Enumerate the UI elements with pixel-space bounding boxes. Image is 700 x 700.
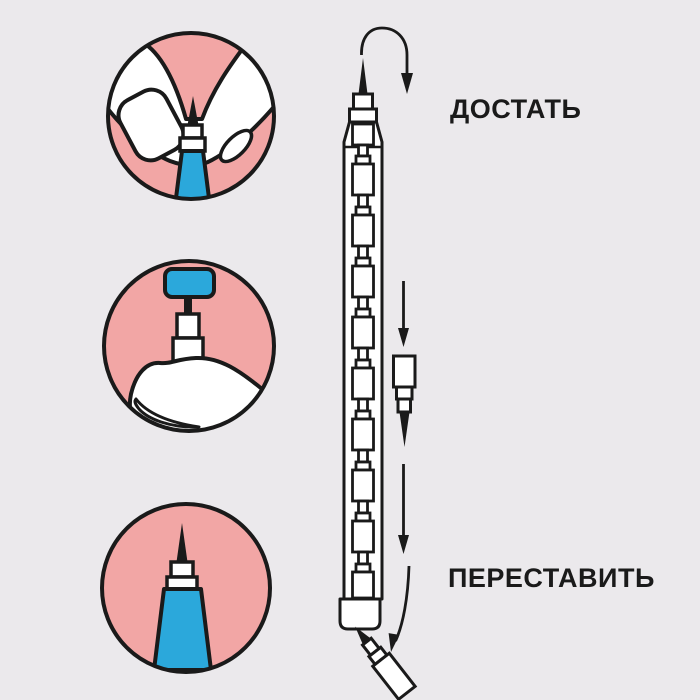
pen-end-cap	[338, 597, 382, 631]
left-tooth-shape	[116, 87, 186, 163]
label-move: ПЕРЕСТАВИТЬ	[448, 563, 655, 593]
brush-wire-shape	[184, 296, 192, 315]
tooth-shape	[128, 355, 274, 431]
bristle-tip-shape	[187, 96, 199, 125]
down-arrow-icon-1	[398, 281, 409, 347]
pen-diagram	[338, 26, 418, 700]
circle1-frame	[106, 31, 276, 201]
tooth-fold-detail	[133, 397, 201, 429]
step1-illustration	[106, 31, 276, 201]
right-tooth-shape	[218, 128, 254, 164]
step3-illustration	[100, 502, 272, 674]
handle-cap-shape	[163, 267, 216, 299]
pen-ferrule-lower	[348, 107, 378, 124]
step2-illustration	[102, 259, 276, 433]
handle-shape	[173, 149, 212, 199]
ferrule-upper	[181, 123, 204, 140]
gum-papilla-shape	[138, 33, 250, 121]
cartridge-stack	[351, 122, 375, 600]
refill-cartridge-inserted	[355, 626, 418, 700]
circle3-frame	[100, 502, 272, 674]
bristle-tip-shape	[176, 523, 188, 562]
circle2-frame	[102, 259, 276, 433]
ferrule-upper	[169, 560, 195, 579]
down-arrow-icon-2	[398, 464, 409, 554]
handle-shape	[152, 587, 213, 672]
pen-ferrule-upper	[352, 92, 374, 111]
pen-bristle-tip	[358, 58, 368, 94]
label-extract: ДОСТАТЬ	[450, 94, 582, 124]
ferrule-upper	[175, 312, 201, 340]
insert-arrow-icon	[388, 565, 411, 652]
refill-cartridge-free	[392, 354, 417, 447]
pull-out-arrow-icon	[360, 26, 413, 94]
pen-body	[338, 58, 384, 631]
